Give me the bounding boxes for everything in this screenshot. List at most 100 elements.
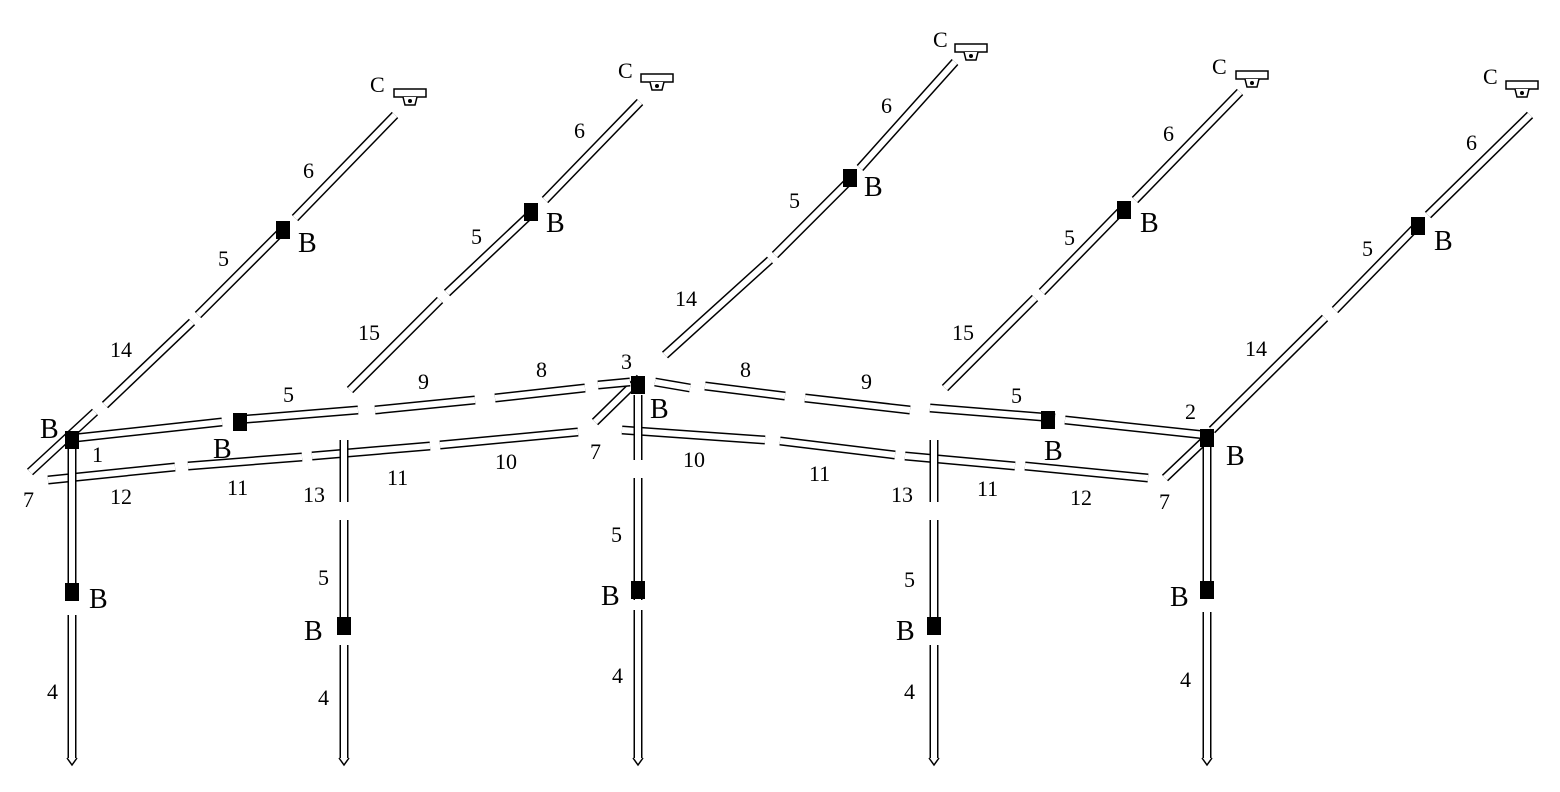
pole-body	[1064, 417, 1206, 438]
clamp-joint-icon	[233, 413, 247, 431]
pole-body	[1162, 437, 1208, 481]
label-part: 4	[318, 685, 329, 710]
pole-body	[772, 177, 853, 258]
pole-body	[857, 59, 958, 171]
bracket-plate	[640, 73, 674, 83]
pole-body	[654, 379, 691, 391]
label-part: 6	[574, 118, 585, 143]
bracket-plate	[1505, 80, 1539, 90]
label-part: 14	[110, 337, 132, 362]
pole-body	[27, 409, 98, 475]
label-part: 11	[809, 461, 830, 486]
pole-segment	[1064, 415, 1206, 440]
foot-spike-icon	[928, 757, 940, 767]
label-b: B	[650, 394, 669, 425]
pole-segment	[1331, 224, 1419, 314]
labels: C C C C C B B B B B B B B B B B B B B B …	[23, 27, 1498, 710]
label-b: B	[298, 228, 317, 259]
label-part: 5	[1064, 225, 1075, 250]
pole-body	[195, 225, 288, 318]
pole-segment	[494, 383, 586, 403]
pole-body	[597, 379, 631, 388]
label-part: 7	[1159, 489, 1170, 514]
label-part: 5	[1011, 383, 1022, 408]
pole-segment	[443, 206, 539, 297]
pole-segment	[101, 318, 196, 409]
label-part: 5	[218, 246, 229, 271]
label-b: B	[89, 584, 108, 615]
bracket-plate	[954, 43, 988, 53]
clamp-joint-icon	[631, 376, 645, 394]
label-b: B	[213, 434, 232, 465]
foot-spike-icon	[632, 757, 644, 767]
clamp-joint-icon	[1041, 411, 1055, 429]
label-part: 6	[303, 158, 314, 183]
label-part: 1	[92, 442, 103, 467]
label-part: 4	[1180, 667, 1191, 692]
ridge-bracket-c-icon	[1505, 80, 1539, 98]
label-part: 5	[1362, 236, 1373, 261]
label-part: 5	[904, 567, 915, 592]
bracket-hole	[408, 99, 412, 103]
label-part: 4	[904, 679, 915, 704]
label-b: B	[601, 581, 620, 612]
label-b: B	[1044, 436, 1063, 467]
ridge-bracket-c-icon	[640, 73, 674, 91]
label-c: C	[618, 58, 633, 83]
pole-segment	[929, 403, 1056, 423]
clamp-joint-icon	[1200, 581, 1214, 599]
clamp-joint-icon	[524, 203, 538, 221]
foot-spike-icon	[66, 757, 78, 767]
ridge-bracket-c-icon	[1235, 70, 1269, 88]
clamp-joint-icon	[65, 431, 79, 449]
pole-body	[704, 383, 786, 399]
pole-segment	[597, 377, 631, 390]
pole-segment	[1424, 111, 1534, 219]
label-part: 4	[612, 663, 623, 688]
pole-body	[1024, 463, 1149, 481]
pole-body	[292, 112, 398, 221]
label-part: 7	[590, 439, 601, 464]
bracket-hole	[1250, 81, 1254, 85]
pole-body	[1332, 225, 1418, 313]
ridge-bracket-c-icon	[393, 88, 427, 106]
pole-segment	[1161, 436, 1209, 482]
label-b: B	[1170, 582, 1189, 613]
pole-body	[1425, 112, 1533, 218]
pole-body	[942, 295, 1038, 391]
bracket-hole	[655, 84, 659, 88]
label-b: B	[1140, 208, 1159, 239]
joints	[65, 43, 1539, 767]
foot-spike-icon	[1201, 757, 1213, 767]
label-b: B	[1434, 226, 1453, 257]
foot-spike-icon	[338, 757, 350, 767]
label-b: B	[304, 616, 323, 647]
label-part: 13	[303, 482, 325, 507]
bracket-plate	[393, 88, 427, 98]
pole-segment	[346, 296, 444, 394]
pole-segment	[771, 176, 854, 259]
pole-body	[929, 405, 1056, 421]
pole-body	[187, 454, 303, 469]
label-part: 9	[418, 369, 429, 394]
pole-segment	[26, 408, 99, 476]
label-part: 5	[611, 522, 622, 547]
pole-segment	[1131, 88, 1244, 204]
pole-body	[904, 453, 1016, 469]
pole-body	[542, 99, 643, 203]
clamp-joint-icon	[65, 583, 79, 601]
label-c: C	[1483, 64, 1498, 89]
pole-segment	[1038, 208, 1124, 296]
pole-segment	[704, 381, 786, 401]
label-part: 13	[891, 482, 913, 507]
clamp-joint-icon	[631, 581, 645, 599]
label-b: B	[1226, 441, 1245, 472]
pole-segment	[621, 425, 766, 445]
poles	[26, 58, 1534, 758]
label-part: 12	[110, 484, 132, 509]
label-c: C	[1212, 54, 1227, 79]
pole-segment	[194, 224, 289, 319]
clamp-joint-icon	[843, 169, 857, 187]
label-part: 11	[227, 475, 248, 500]
